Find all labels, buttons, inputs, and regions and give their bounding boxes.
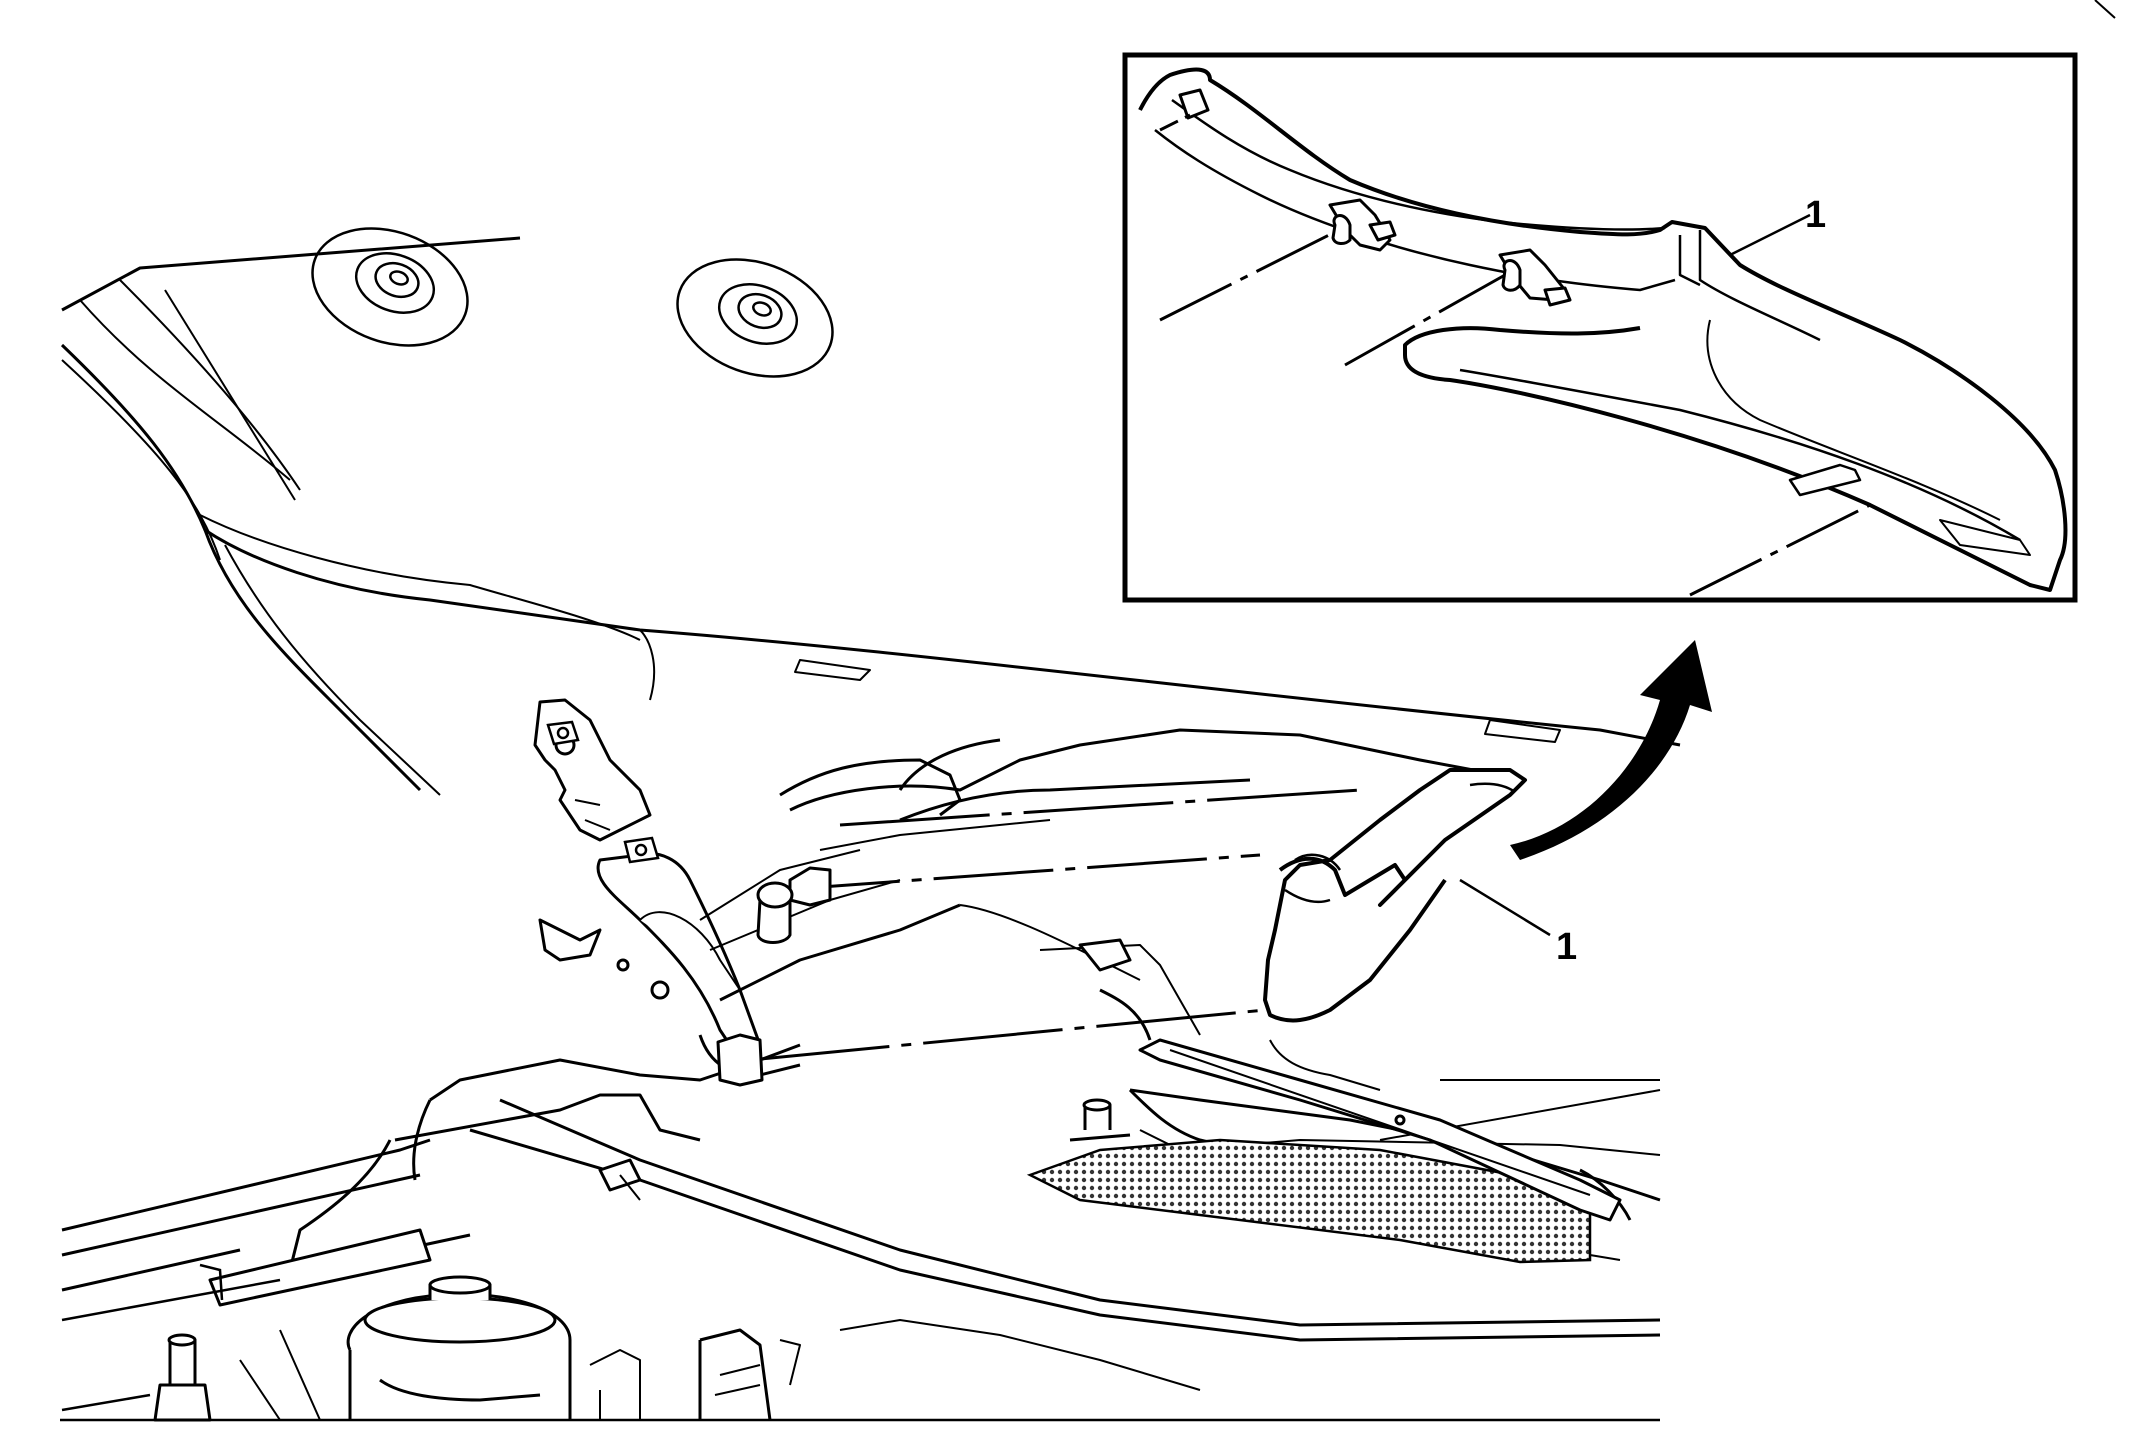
hood-underside [60, 236, 1681, 796]
corner-mark [2094, 0, 2116, 19]
callout-label-main: 1 [1556, 926, 1578, 968]
alignment-lines-main [749, 788, 1361, 1062]
hinge-bolt-upper [546, 720, 580, 746]
cowl-side-panel-main [1263, 768, 1527, 1023]
alignment-lines-inset [1159, 113, 1871, 597]
fender-edge [61, 1263, 281, 1412]
curved-arrow-icon [1510, 640, 1712, 860]
washer-nozzle [1069, 1098, 1131, 1142]
retainer-clips-main [716, 866, 832, 1087]
inset-retainer-clips [1178, 88, 1572, 307]
inset-cowl-panel [1138, 67, 2068, 592]
windshield-cowl-lower [61, 1043, 1661, 1342]
cowl-vent-grille [1026, 1138, 1592, 1264]
callout-label-inset: 1 [1805, 194, 1827, 236]
engine-bay-components [60, 1228, 1660, 1422]
leader-line-main [1459, 878, 1551, 937]
hinge-bolt-lower [623, 836, 660, 864]
hood-bump-stop-right [676, 258, 834, 378]
leader-line-inset [1729, 213, 1811, 257]
hood-bump-stop-left [311, 227, 469, 347]
cowl-seal-strip [1138, 1038, 1622, 1222]
